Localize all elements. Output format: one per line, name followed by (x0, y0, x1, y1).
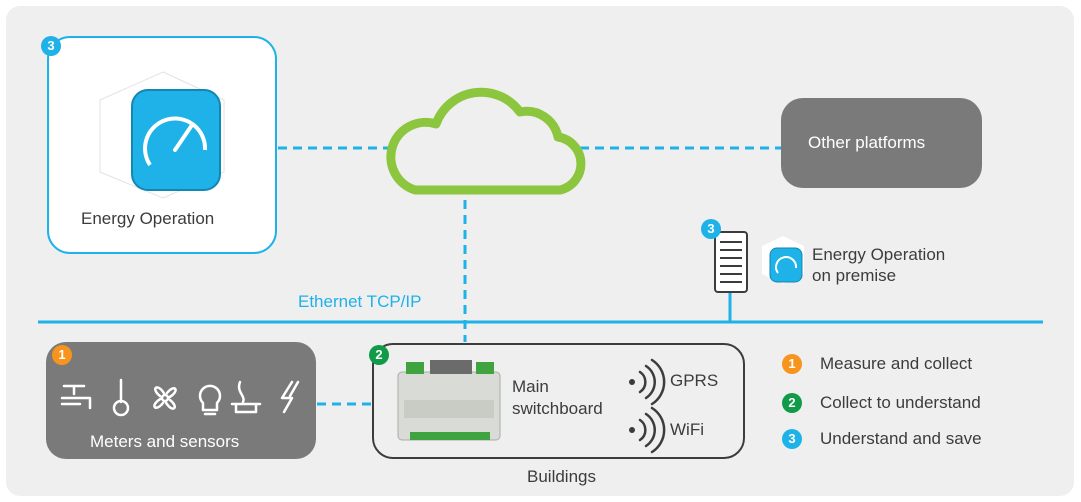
water-tap-icon (60, 384, 92, 410)
legend-text-1: Measure and collect (820, 354, 973, 373)
gprs-wireless-icon (629, 358, 666, 406)
meters-label: Meters and sensors (90, 432, 240, 451)
meters-badge: 1 (52, 345, 72, 365)
cloud-icon (386, 87, 586, 195)
legend-badge-3: 3 (782, 429, 802, 449)
wifi-wireless-icon (629, 406, 666, 454)
legend-text-3: Understand and save (820, 429, 982, 448)
on-premise-label-2: on premise (812, 266, 897, 285)
other-platforms-box (781, 98, 982, 188)
legend-badge-1: 1 (782, 354, 802, 374)
other-platforms-label: Other platforms (808, 133, 926, 152)
legend-badge-2: 2 (782, 393, 802, 413)
on-premise-badge: 3 (701, 219, 721, 239)
buildings-box (372, 343, 745, 459)
energy-operation-app-icon (99, 71, 225, 199)
on-premise-app-icon (762, 236, 804, 284)
ethernet-label: Ethernet TCP/IP (298, 292, 422, 311)
buildings-badge: 2 (369, 345, 389, 365)
wifi-label: WiFi (670, 420, 704, 439)
thermometer-icon (112, 378, 130, 417)
switchboard-label-2: switchboard (512, 399, 603, 418)
gprs-label: GPRS (670, 371, 719, 390)
on-premise-label-1: Energy Operation (812, 245, 946, 264)
legend-text-2: Collect to understand (820, 393, 981, 412)
energy-operation-badge: 3 (41, 36, 61, 56)
switchboard-device-icon (397, 360, 501, 441)
light-bulb-icon (198, 384, 222, 416)
energy-operation-label: Energy Operation (81, 209, 215, 228)
gas-burner-icon (230, 380, 262, 414)
meters-box (46, 342, 316, 459)
electricity-icon (280, 380, 300, 414)
fan-icon (153, 386, 177, 410)
buildings-caption: Buildings (527, 467, 596, 486)
server-rack-icon (714, 231, 748, 293)
switchboard-label-1: Main (512, 377, 549, 396)
